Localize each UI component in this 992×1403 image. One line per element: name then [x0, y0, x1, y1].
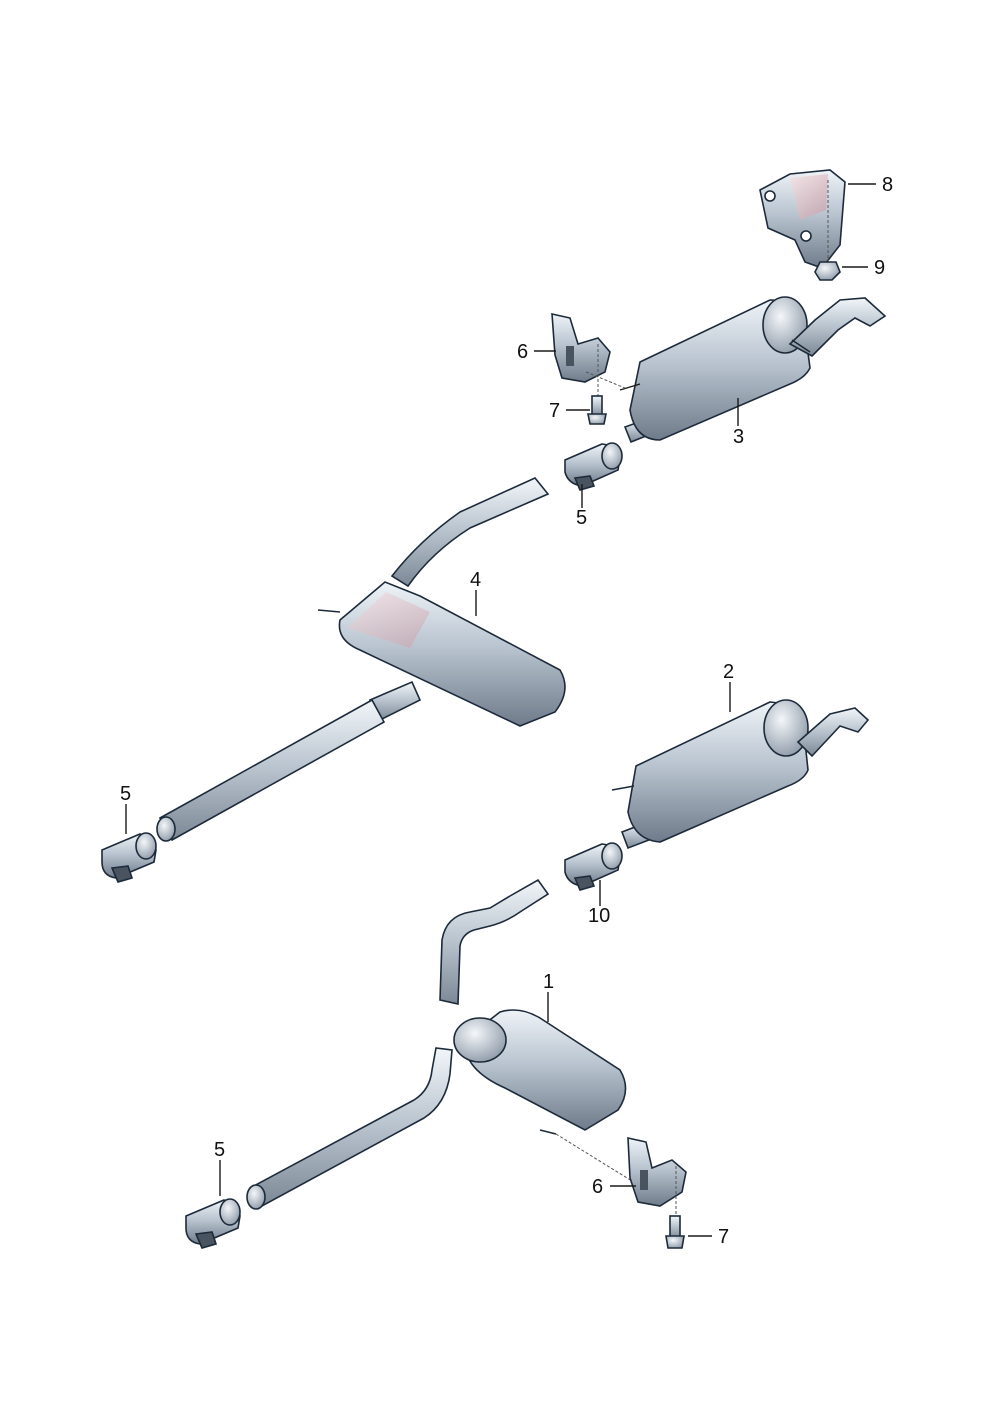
- rubber-hanger-6-lower: [627, 1136, 687, 1218]
- rear-silencer-3: [619, 296, 887, 444]
- callout-5-left: 5: [120, 783, 131, 805]
- callout-3: 3: [733, 426, 744, 448]
- centre-silencer-4: [156, 477, 566, 842]
- clamp-5-lower: [185, 1198, 241, 1249]
- rear-silencer-2: [611, 699, 870, 850]
- callout-5-lower: 5: [214, 1139, 225, 1161]
- clamp-10: [564, 842, 623, 891]
- callout-6-upper: 6: [517, 341, 528, 363]
- callout-7-upper: 7: [549, 400, 560, 422]
- mounting-bracket-8: [759, 169, 846, 269]
- rubber-hanger-6-upper: [551, 312, 626, 396]
- callout-10: 10: [588, 905, 610, 927]
- bolt-7-lower: [665, 1215, 685, 1249]
- callout-8: 8: [882, 174, 893, 196]
- clamp-5-upper: [564, 442, 623, 491]
- front-silencer-1: [246, 878, 641, 1210]
- callout-numbers: 8 9 6 7 3 5 4 2 5 10 1 5 6 7: [120, 174, 893, 1248]
- callout-2: 2: [723, 661, 734, 683]
- callout-5-upper: 5: [576, 507, 587, 529]
- clamp-5-left: [101, 832, 157, 883]
- bolt-7-upper: [587, 395, 607, 425]
- callout-4: 4: [470, 569, 481, 591]
- callout-9: 9: [874, 257, 885, 279]
- callout-6-lower: 6: [592, 1176, 603, 1198]
- leader-lines: [125, 183, 876, 1237]
- nut-9: [814, 261, 841, 281]
- callout-7-lower: 7: [718, 1226, 729, 1248]
- callout-1: 1: [543, 971, 554, 993]
